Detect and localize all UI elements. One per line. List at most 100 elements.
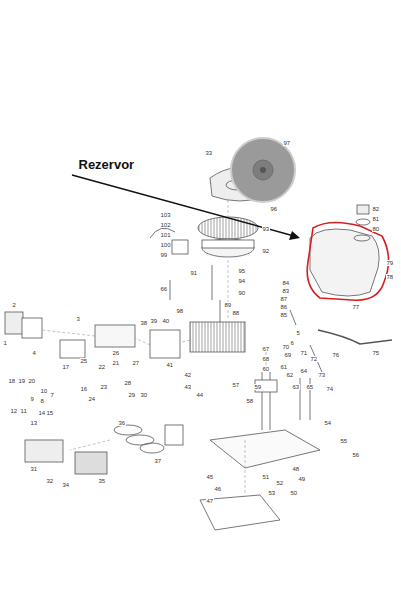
callout-number: 12 [10, 408, 18, 414]
callout-number: 41 [166, 362, 174, 368]
assembly-leaders [42, 200, 266, 495]
callout-number: 2 [12, 302, 16, 308]
callout-number: 82 [372, 206, 380, 212]
callout-number: 21 [112, 360, 120, 366]
callout-number: 98 [176, 308, 184, 314]
callout-number: 102 [160, 222, 171, 228]
callout-number: 7 [50, 392, 54, 398]
callout-number: 16 [80, 386, 88, 392]
callout-number: 46 [214, 486, 222, 492]
callout-number: 60 [262, 366, 270, 372]
callout-number: 44 [196, 392, 204, 398]
callout-number: 40 [162, 318, 170, 324]
callout-number: 36 [118, 420, 126, 426]
callout-number: 32 [46, 478, 54, 484]
callout-number: 87 [280, 296, 288, 302]
callout-number: 54 [324, 420, 332, 426]
callout-number: 55 [340, 438, 348, 444]
callout-number: 81 [372, 216, 380, 222]
callout-number: 83 [282, 288, 290, 294]
callout-number: 48 [292, 466, 300, 472]
callout-number: 22 [98, 364, 106, 370]
callout-number: 27 [132, 360, 140, 366]
callout-number: 72 [310, 356, 318, 362]
callout-number: 99 [160, 252, 168, 258]
callout-number: 79 [386, 260, 394, 266]
callout-number: 76 [332, 352, 340, 358]
callout-number: 65 [306, 384, 314, 390]
callout-number: 29 [128, 392, 136, 398]
callout-number: 26 [112, 350, 120, 356]
callout-number: 30 [140, 392, 148, 398]
callout-number: 4 [32, 350, 36, 356]
callout-number: 50 [290, 490, 298, 496]
callout-number: 1 [3, 340, 7, 346]
callout-number: 5 [296, 330, 300, 336]
callout-number: 93 [262, 226, 270, 232]
callout-number: 95 [238, 268, 246, 274]
callout-number: 103 [160, 212, 171, 218]
callout-number: 89 [224, 302, 232, 308]
callout-number: 62 [286, 372, 294, 378]
callout-number: 61 [280, 364, 288, 370]
callout-number: 91 [190, 270, 198, 276]
callout-number: 94 [238, 278, 246, 284]
callout-number: 70 [282, 344, 290, 350]
callout-number: 34 [62, 482, 70, 488]
callout-number: 28 [124, 380, 132, 386]
callout-number: 97 [283, 140, 291, 146]
callout-number: 39 [150, 318, 158, 324]
callout-number: 100 [160, 242, 171, 248]
callout-number: 66 [160, 286, 168, 292]
callout-number: 19 [18, 378, 26, 384]
callout-number: 18 [8, 378, 16, 384]
pointer-arrow [72, 175, 300, 240]
callout-number: 63 [292, 384, 300, 390]
callout-number: 96 [270, 206, 278, 212]
highlight-outline [307, 222, 388, 300]
callout-number: 92 [262, 248, 270, 254]
callout-number: 43 [184, 384, 192, 390]
callout-number: 101 [160, 232, 171, 238]
callout-number: 52 [276, 480, 284, 486]
callout-number: 10 [40, 388, 48, 394]
callout-number: 17 [62, 364, 70, 370]
callout-number: 15 [46, 410, 54, 416]
callout-number: 67 [262, 346, 270, 352]
callout-number: 85 [280, 312, 288, 318]
callout-number: 78 [386, 274, 394, 280]
callout-number: 57 [232, 382, 240, 388]
callout-number: 64 [300, 368, 308, 374]
callout-number: 80 [372, 226, 380, 232]
callout-number: 6 [290, 340, 294, 346]
callout-number: 13 [30, 420, 38, 426]
callout-number: 74 [326, 386, 334, 392]
callout-number: 25 [80, 358, 88, 364]
callout-number: 77 [352, 304, 360, 310]
callout-number: 38 [140, 320, 148, 326]
callout-number: 23 [100, 384, 108, 390]
callout-number: 86 [280, 304, 288, 310]
callout-number: 33 [205, 150, 213, 156]
callout-number: 31 [30, 466, 38, 472]
callout-number: 11 [20, 408, 27, 414]
callout-number: 51 [262, 474, 270, 480]
callout-number: 8 [40, 398, 44, 404]
callout-number: 88 [232, 310, 240, 316]
callout-number: 53 [268, 490, 276, 496]
callout-number: 56 [352, 452, 360, 458]
callout-number: 68 [262, 356, 270, 362]
callout-number: 47 [206, 498, 214, 504]
callout-number: 59 [254, 384, 262, 390]
callout-number: 75 [372, 350, 380, 356]
callout-number: 84 [282, 280, 290, 286]
callout-number: 73 [318, 372, 326, 378]
callout-number: 71 [300, 350, 308, 356]
callout-number: 14 [38, 410, 46, 416]
callout-number: 24 [88, 396, 96, 402]
callout-number: 3 [76, 316, 80, 322]
callout-number: 42 [184, 372, 192, 378]
engine-parts [5, 138, 392, 530]
callout-number: 35 [98, 478, 106, 484]
